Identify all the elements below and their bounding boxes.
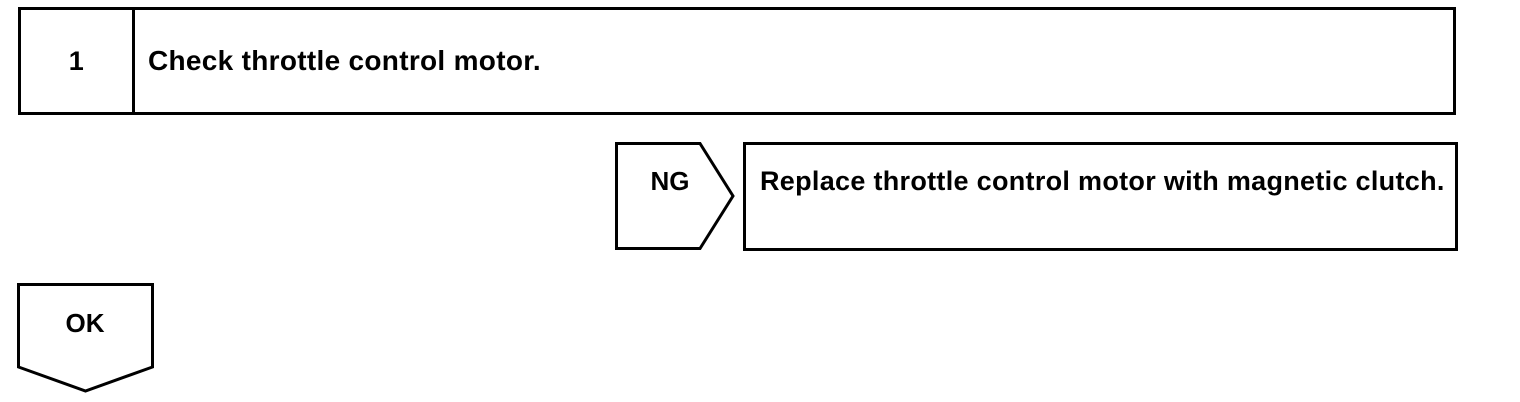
ng-label: NG xyxy=(650,166,690,196)
ng-action-text: Replace throttle control motor with magn… xyxy=(760,166,1445,196)
step-box: 1 Check throttle control motor. xyxy=(18,7,1456,115)
ok-label: OK xyxy=(65,308,105,338)
step-number: 1 xyxy=(21,10,135,112)
step-title: Check throttle control motor. xyxy=(148,45,541,76)
ng-action-box: Replace throttle control motor with magn… xyxy=(743,142,1458,251)
ng-arrow-shape xyxy=(615,142,735,250)
ok-arrow-shape xyxy=(17,283,154,393)
